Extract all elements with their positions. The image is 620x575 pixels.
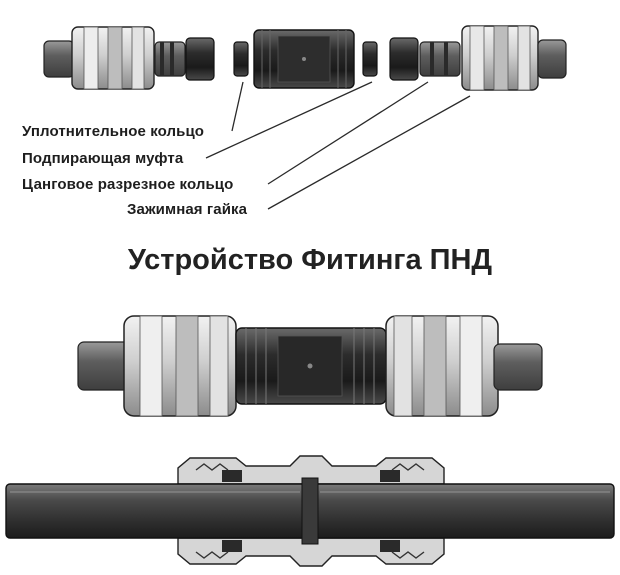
support-sleeve-left bbox=[185, 37, 215, 81]
collet-ring-right bbox=[419, 41, 461, 77]
body-center bbox=[253, 29, 355, 89]
assembled-body bbox=[235, 327, 387, 405]
section-fitting-top bbox=[177, 455, 445, 485]
clamp-nut-left bbox=[71, 26, 155, 90]
section-fitting-bottom bbox=[177, 537, 445, 567]
callout-label-clamp-nut: Зажимная гайка bbox=[127, 201, 248, 218]
callout-label-seal-ring: Уплотнительное кольцо bbox=[22, 123, 205, 140]
page-title: Устройство Фитинга ПНД bbox=[127, 244, 493, 276]
leader-clamp-nut bbox=[267, 95, 471, 210]
callout-label-collet-split-ring: Цанговое разрезное кольцо bbox=[22, 176, 234, 193]
assembled-nut-right bbox=[385, 315, 499, 417]
exploded-view bbox=[43, 25, 567, 91]
leader-collet-split-ring bbox=[267, 81, 429, 185]
leader-seal-ring bbox=[231, 81, 244, 132]
leader-support-sleeve bbox=[205, 81, 373, 159]
callout-leaders bbox=[205, 81, 471, 210]
clamp-nut-right bbox=[461, 25, 539, 91]
assembled-pipe-left bbox=[77, 341, 131, 391]
assembled-view bbox=[77, 315, 543, 417]
callout-label-support-sleeve: Подпирающая муфта bbox=[22, 150, 184, 167]
section-view bbox=[5, 455, 615, 567]
support-sleeve-right bbox=[389, 37, 419, 81]
seal-ring-right bbox=[362, 41, 378, 77]
seal-ring-left bbox=[233, 41, 249, 77]
assembled-pipe-right bbox=[493, 343, 543, 391]
pipe-end-right bbox=[537, 39, 567, 79]
pipe-end-left bbox=[43, 40, 75, 78]
assembled-nut-left bbox=[123, 315, 237, 417]
